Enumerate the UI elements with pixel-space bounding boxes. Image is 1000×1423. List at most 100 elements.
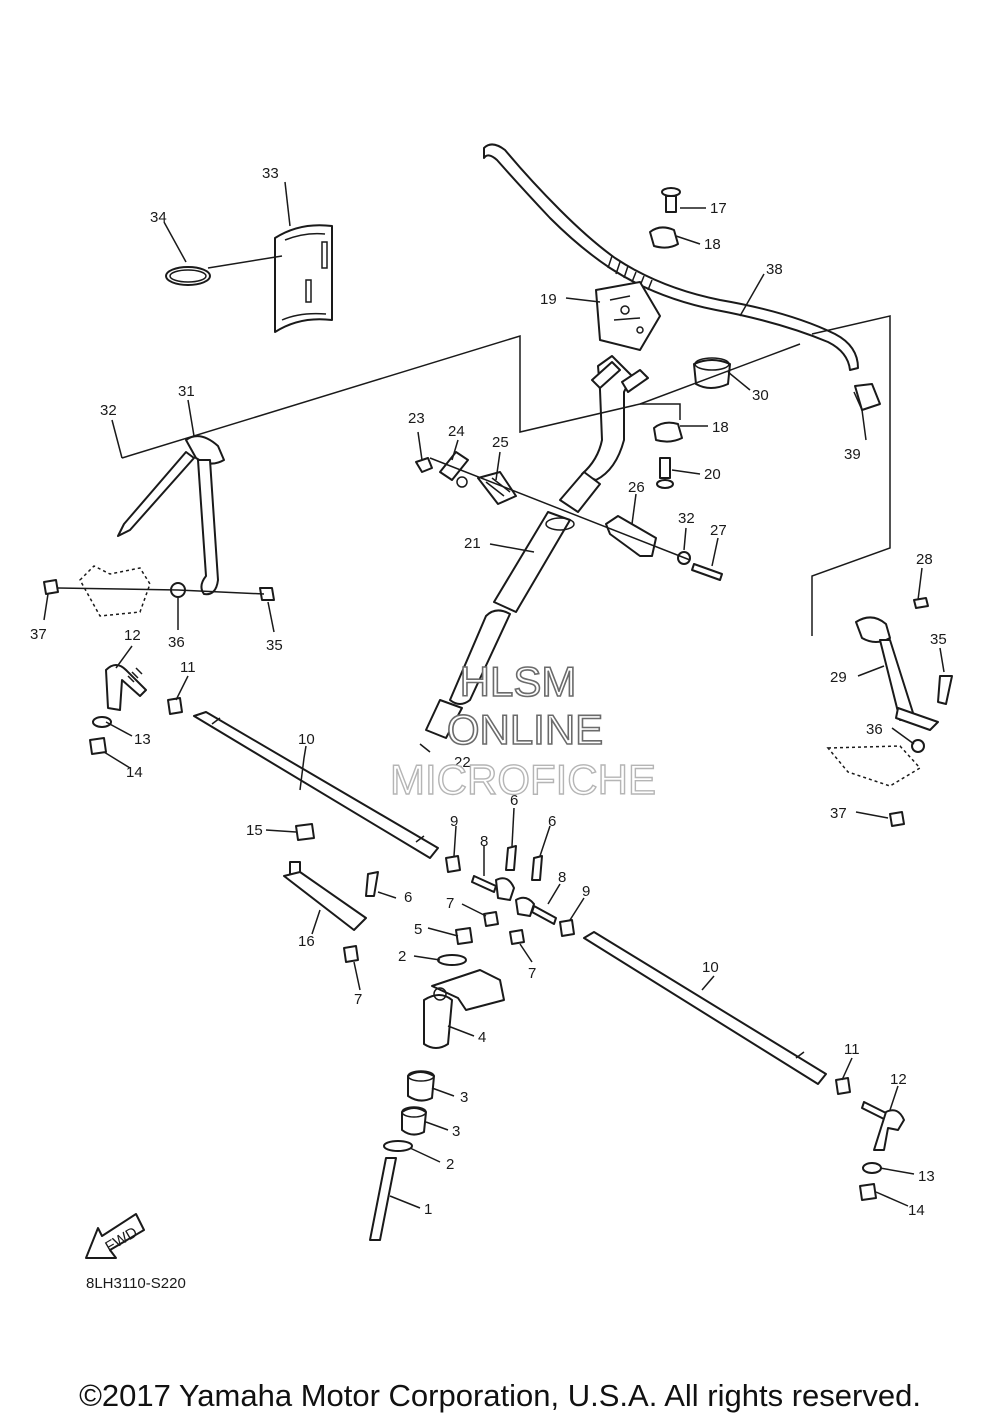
callout-14: 14 (908, 1202, 925, 1219)
callout-35: 35 (266, 637, 283, 654)
callout-1: 1 (424, 1201, 432, 1218)
callout-2: 2 (398, 948, 406, 965)
callout-32: 32 (100, 402, 117, 419)
callout-13: 13 (918, 1168, 935, 1185)
left-tie-rod-part[interactable] (193, 711, 439, 859)
callout-3: 3 (452, 1123, 460, 1140)
bolt-6b-part[interactable] (531, 855, 543, 881)
callout-8: 8 (558, 869, 566, 886)
link-part[interactable] (439, 451, 469, 488)
callout-34: 34 (150, 209, 167, 226)
callout-24: 24 (448, 423, 465, 440)
nut-part[interactable] (415, 457, 433, 473)
watermark-line1: HLSM (460, 658, 577, 705)
callout-8: 8 (480, 833, 488, 850)
long-bolt-part[interactable] (369, 1157, 397, 1241)
left-bolt-part[interactable] (259, 587, 275, 601)
nut-7c-part[interactable] (343, 945, 359, 963)
bolt-6a-part[interactable] (505, 845, 517, 871)
bushing-3-upper-part[interactable] (407, 1070, 435, 1102)
watermark-line2: ONLINE (447, 706, 603, 753)
right-tie-rod-end-part[interactable] (859, 1101, 905, 1201)
left-nut-part[interactable] (43, 579, 59, 595)
left-bracket-part[interactable] (117, 435, 225, 596)
right-ball-joint-part[interactable] (515, 896, 557, 925)
callout-labels: 1 2 2 3 3 4 5 6 6 6 7 7 7 8 8 9 9 10 10 … (30, 165, 947, 1219)
callout-6: 6 (548, 813, 556, 830)
leader-lines (43, 181, 945, 1209)
handlebar-part[interactable] (483, 143, 859, 371)
assembly-lines (57, 315, 891, 636)
right-bracket-part[interactable] (855, 616, 939, 731)
bolt-part[interactable] (691, 563, 723, 581)
callout-37: 37 (830, 805, 847, 822)
callout-32: 32 (678, 510, 695, 527)
watermark: HLSM ONLINE MICROFICHE (389, 657, 656, 804)
washer-2-upper-part[interactable] (437, 954, 467, 966)
callout-19: 19 (540, 291, 557, 308)
right-nut-part[interactable] (889, 811, 905, 827)
right-washer-part[interactable] (911, 739, 925, 753)
copyright-footer: ©2017 Yamaha Motor Corporation, U.S.A. A… (79, 1378, 921, 1413)
washer-2-lower-part[interactable] (383, 1140, 413, 1152)
callout-6: 6 (404, 889, 412, 906)
right-tie-rod-part[interactable] (583, 931, 827, 1085)
callout-13: 13 (134, 731, 151, 748)
right-locknut-part[interactable] (835, 1077, 851, 1095)
callout-14: 14 (126, 764, 143, 781)
drag-link-part[interactable] (283, 861, 367, 931)
callout-28: 28 (916, 551, 933, 568)
callout-26: 26 (628, 479, 645, 496)
nut-7a-part[interactable] (483, 911, 499, 927)
callout-20: 20 (704, 466, 721, 483)
left-tie-rod-end-part[interactable] (89, 664, 147, 755)
callout-7: 7 (354, 991, 362, 1008)
diagram-code: 8LH3110-S220 (86, 1275, 186, 1292)
nut-15-part[interactable] (295, 823, 315, 841)
right-bolt-part[interactable] (937, 675, 953, 705)
callout-38: 38 (766, 261, 783, 278)
bolt-6c-part[interactable] (365, 871, 379, 897)
right-locknut-2-part[interactable] (559, 919, 575, 937)
callout-36: 36 (866, 721, 883, 738)
pitman-arm-part[interactable] (423, 969, 505, 1049)
nut-5-part[interactable] (455, 927, 473, 945)
callout-16: 16 (298, 933, 315, 950)
forward-arrow-icon: FWD (85, 1213, 145, 1259)
callout-7: 7 (528, 965, 536, 982)
left-locknut-part[interactable] (167, 697, 183, 715)
callout-6: 6 (510, 792, 518, 809)
boot-part[interactable] (274, 224, 333, 333)
callout-11: 11 (180, 659, 196, 676)
left-frame-sketch (79, 565, 151, 617)
callout-2: 2 (446, 1156, 454, 1173)
left-locknut-2-part[interactable] (445, 855, 461, 873)
callout-29: 29 (830, 669, 847, 686)
clip-part[interactable] (165, 266, 211, 286)
callout-10: 10 (702, 959, 719, 976)
callout-31: 31 (178, 383, 195, 400)
clamp-part[interactable] (653, 421, 683, 489)
callout-12: 12 (890, 1071, 907, 1088)
bushing-3-lower-part[interactable] (401, 1106, 427, 1136)
callout-39: 39 (844, 446, 861, 463)
small-bolt-part[interactable] (913, 597, 929, 609)
callout-30: 30 (752, 387, 769, 404)
callout-7: 7 (446, 895, 454, 912)
arm-part[interactable] (605, 515, 657, 557)
left-ball-joint-part[interactable] (471, 875, 515, 901)
callout-11: 11 (844, 1041, 860, 1058)
callout-17: 17 (710, 200, 727, 217)
callout-4: 4 (478, 1029, 486, 1046)
callout-18: 18 (712, 419, 729, 436)
callout-18: 18 (704, 236, 721, 253)
steering-column-part[interactable] (425, 355, 649, 739)
nut-7b-part[interactable] (509, 929, 525, 945)
callout-33: 33 (262, 165, 279, 182)
callout-27: 27 (710, 522, 727, 539)
callout-9: 9 (582, 883, 590, 900)
bar-end-part[interactable] (854, 383, 881, 411)
upper-clamp-part[interactable] (649, 187, 681, 249)
lower-clamp-part[interactable] (595, 281, 661, 351)
